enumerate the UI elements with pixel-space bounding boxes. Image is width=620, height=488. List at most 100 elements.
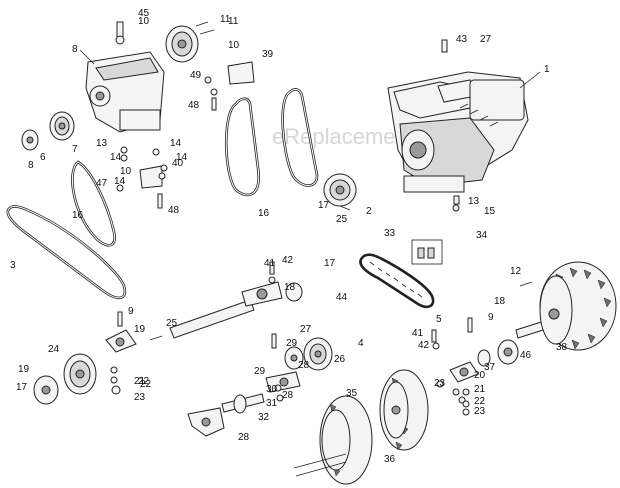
bracket-28-mid [265, 371, 301, 393]
pulley-7 [49, 111, 75, 141]
bearing-19-right [449, 361, 479, 383]
callout-31: 31 [266, 398, 278, 409]
belt-16-right [281, 88, 319, 187]
callout-17: 17 [16, 382, 28, 393]
spacer-37 [477, 349, 491, 367]
callout-8: 8 [28, 160, 34, 171]
callout-25: 25 [336, 214, 348, 225]
callout-41: 41 [264, 258, 276, 269]
belt-15 [71, 160, 116, 247]
pulley-26 [303, 337, 333, 371]
callout-15: 15 [484, 206, 496, 217]
callout-48: 48 [188, 100, 200, 111]
bracket-28-lower [187, 407, 225, 437]
callout-27: 27 [300, 324, 312, 335]
pulley-11 [165, 21, 215, 63]
bracket-49 [227, 61, 255, 85]
callout-46: 46 [520, 350, 532, 361]
callout-27: 27 [480, 34, 492, 45]
engine-assembly [387, 71, 541, 193]
callout-43: 43 [456, 34, 468, 45]
fasteners [110, 21, 533, 477]
callout-24: 24 [48, 344, 60, 355]
callout-16: 16 [72, 210, 84, 221]
callout-35: 35 [346, 388, 358, 399]
hub-29 [284, 346, 304, 370]
chain-33 [359, 253, 435, 309]
callout-40: 40 [172, 158, 184, 169]
callout-33: 33 [384, 228, 396, 239]
callout-9: 9 [128, 306, 134, 317]
callout-9: 9 [488, 312, 494, 323]
callout-10: 10 [138, 16, 150, 27]
callout-23: 23 [474, 406, 486, 417]
callout-18: 18 [284, 282, 296, 293]
callout-8: 8 [72, 44, 78, 55]
bracket-18-upper [241, 281, 303, 307]
callout-41: 41 [412, 328, 424, 339]
callout-29: 29 [286, 338, 298, 349]
callout-37: 37 [484, 362, 496, 373]
callout-23: 23 [134, 392, 146, 403]
gearbox-assembly [79, 49, 165, 133]
shaft-25-pin [149, 205, 351, 341]
callout-14: 14 [176, 152, 188, 163]
callout-3: 3 [10, 260, 16, 271]
callout-5: 5 [436, 314, 442, 325]
callout-22: 22 [140, 379, 152, 390]
callout-4: 4 [358, 338, 364, 349]
callout-18: 18 [494, 296, 506, 307]
callout-19: 19 [18, 364, 30, 375]
pulley-2 [323, 173, 357, 207]
callout-2: 2 [366, 206, 372, 217]
callout-38: 38 [556, 342, 568, 353]
callout-39: 39 [262, 49, 274, 60]
callout-10: 10 [120, 166, 132, 177]
callout-29: 29 [254, 366, 266, 377]
callout-45: 45 [138, 8, 150, 19]
callout-26: 26 [334, 354, 346, 365]
belt-3 [6, 205, 127, 300]
bracket-10-mid [139, 165, 163, 189]
callout-34: 34 [476, 230, 488, 241]
callout-1: 1 [544, 64, 550, 75]
callout-19: 19 [134, 324, 146, 335]
callout-28: 28 [282, 390, 294, 401]
callout-28: 28 [238, 432, 250, 443]
callout-11: 11 [220, 14, 231, 25]
shaft-32 [221, 393, 265, 414]
callout-23: 23 [434, 378, 446, 389]
callout-44: 44 [336, 292, 348, 303]
callout-36: 36 [384, 454, 396, 465]
tire-38 [539, 261, 617, 351]
callout-21: 21 [134, 376, 146, 387]
callout-47: 47 [96, 178, 108, 189]
callout-7: 7 [72, 144, 78, 155]
belt-16-left [224, 97, 260, 197]
callout-49: 49 [190, 70, 202, 81]
callout-14: 14 [114, 176, 126, 187]
callout-30: 30 [266, 384, 278, 395]
pulley-18-lower [33, 375, 59, 405]
tire-36 [319, 395, 373, 485]
callout-22: 22 [138, 376, 150, 387]
chain-links-34 [411, 239, 443, 265]
callout-21: 21 [474, 384, 486, 395]
sprocket-46 [497, 339, 519, 365]
callout-14: 14 [110, 152, 122, 163]
callout-13: 13 [96, 138, 108, 149]
bearing-19-left [105, 329, 137, 353]
callout-12: 12 [510, 266, 522, 277]
pulley-24 [63, 353, 97, 395]
shaft-20 [169, 299, 255, 339]
callout-13: 13 [468, 196, 480, 207]
callout-17: 17 [318, 200, 330, 211]
callout-20: 20 [474, 370, 486, 381]
callout-48: 48 [168, 205, 180, 216]
callout-17: 17 [324, 258, 336, 269]
callout-32: 32 [258, 412, 270, 423]
tire-middle [379, 369, 429, 451]
